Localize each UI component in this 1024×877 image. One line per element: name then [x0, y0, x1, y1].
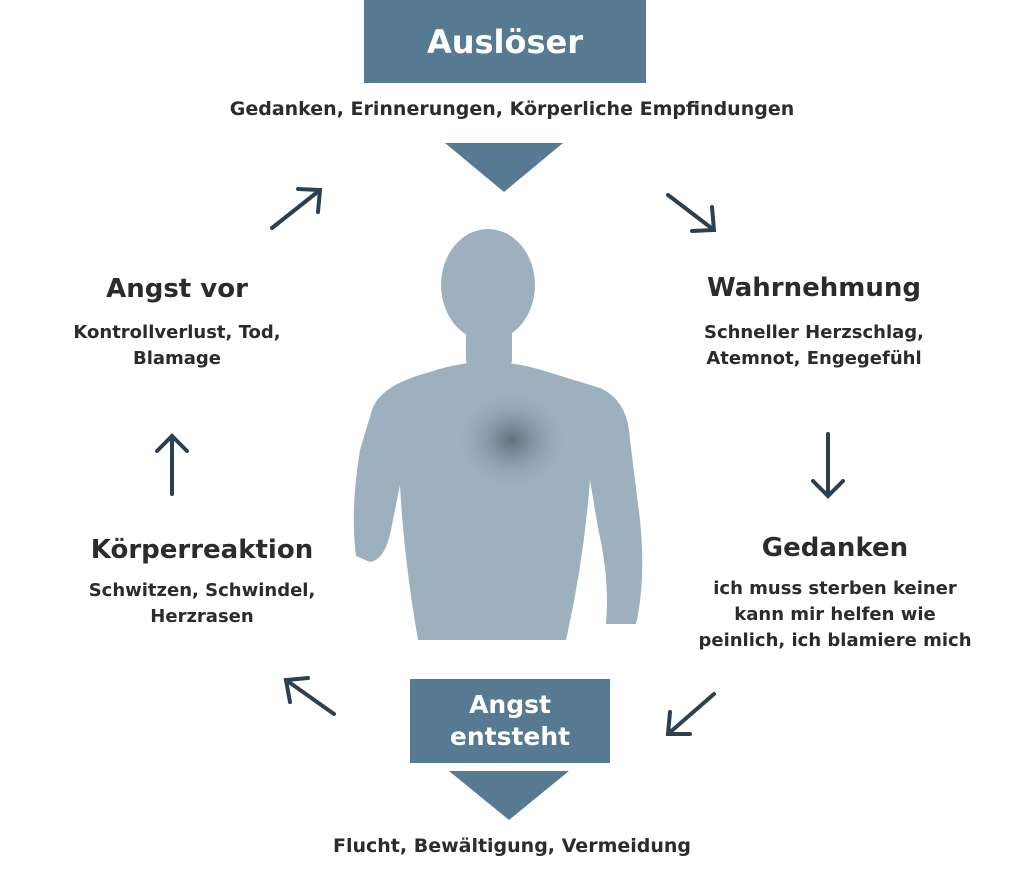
gedanken-line-3: peinlich, ich blamiere mich	[698, 630, 972, 651]
angst-vor-title: Angst vor	[106, 274, 248, 304]
wahrnehmung-line-1: Schneller Herzschlag,	[703, 322, 925, 343]
koerperreaktion-line-1: Schwitzen, Schwindel,	[88, 580, 316, 601]
wahrnehmung-description: Schneller Herzschlag, Atemnot, Engegefüh…	[664, 320, 964, 372]
chest-pain-glow	[454, 388, 570, 492]
koerperreaktion-description: Schwitzen, Schwindel, Herzrasen	[52, 578, 352, 630]
cycle-arrows	[155, 187, 845, 736]
gedanken-description: ich muss sterben keiner kann mir helfen …	[670, 576, 1000, 654]
gedanken-line-1: ich muss sterben keiner	[713, 578, 957, 599]
angst-caption: Flucht, Bewältigung, Vermeidung	[332, 835, 692, 857]
arrow-trigger-to-wahrnehmung	[666, 193, 717, 233]
arrow-wahrnehmung-to-gedanken	[811, 432, 845, 499]
angst-line-2: entsteht	[449, 722, 571, 751]
arrow-angst-to-koerperreaktion	[283, 676, 336, 716]
trigger-title: Auslöser	[426, 22, 584, 61]
arrow-koerperreaktion-to-angst-vor	[155, 433, 189, 496]
koerperreaktion-title: Körperreaktion	[90, 535, 314, 565]
wahrnehmung-line-2: Atemnot, Engegefühl	[706, 348, 922, 369]
angst-vor-line-2: Blamage	[132, 348, 222, 369]
angst-line-1: Angst	[469, 690, 551, 719]
trigger-caption: Gedanken, Erinnerungen, Körperliche Empf…	[229, 98, 795, 120]
arrow-angst-vor-to-trigger	[270, 187, 323, 230]
trigger-box: Auslöser	[364, 0, 646, 83]
gedanken-line-2: kann mir helfen wie	[734, 604, 936, 625]
koerperreaktion-line-2: Herzrasen	[150, 606, 254, 627]
gedanken-title: Gedanken	[761, 533, 909, 563]
angst-entsteht-box: Angst entsteht	[410, 679, 610, 763]
angst-vor-line-1: Kontrollverlust, Tod,	[73, 322, 281, 343]
human-figure	[353, 229, 643, 640]
wahrnehmung-title: Wahrnehmung	[706, 273, 921, 303]
arrow-gedanken-to-angst	[665, 692, 716, 736]
angst-pointer-triangle	[449, 771, 569, 820]
trigger-pointer-triangle	[445, 143, 563, 192]
angst-vor-description: Kontrollverlust, Tod, Blamage	[27, 320, 327, 372]
